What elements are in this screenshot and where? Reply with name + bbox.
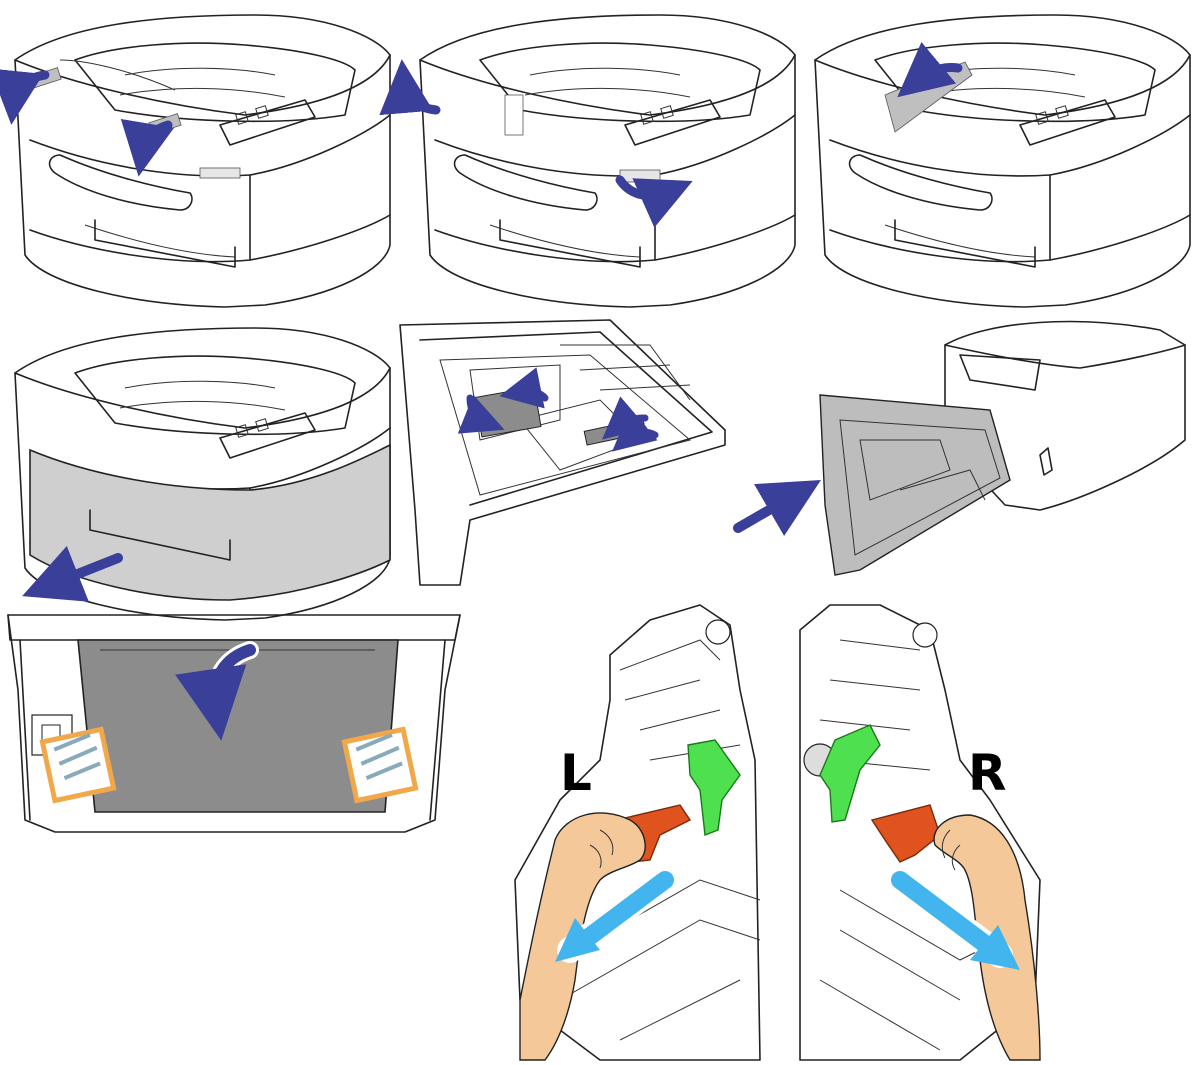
straight-arrow-icon	[585, 880, 665, 940]
step-remove-top-tape	[815, 15, 1190, 307]
panel-label-right: R	[968, 744, 1007, 802]
step-adjust-paper-guides	[400, 320, 725, 585]
detail-right-lever: R	[800, 605, 1040, 1060]
curved-arrow-icon	[14, 75, 45, 98]
step-remove-tape-side	[404, 15, 795, 307]
warning-sticker-right	[344, 729, 415, 800]
lock-lever	[820, 725, 880, 822]
curved-arrow-icon	[628, 432, 655, 438]
curved-arrow-icon	[143, 125, 168, 150]
panel-label-left: L	[560, 744, 592, 802]
warning-sticker-left	[42, 729, 113, 800]
detail-left-lever: L	[515, 605, 760, 1060]
step-remove-tape-front	[14, 15, 390, 307]
step-insert-tray	[738, 322, 1185, 575]
step-open-rear-door	[8, 615, 460, 832]
step-pull-out-tray	[15, 328, 390, 620]
lock-lever	[688, 740, 740, 835]
curved-arrow-icon	[404, 86, 436, 110]
release-tab	[872, 805, 940, 862]
straight-arrow-icon	[738, 495, 795, 528]
